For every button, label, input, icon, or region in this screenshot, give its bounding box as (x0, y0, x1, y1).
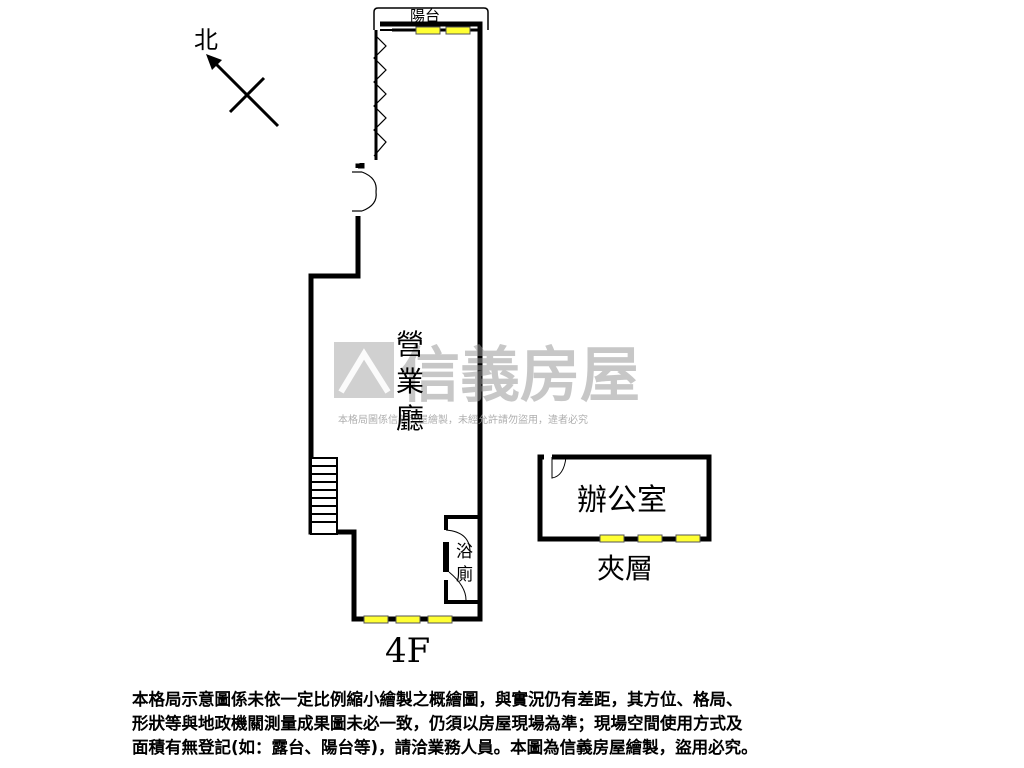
disclaimer-line-1: 本格局示意圖係未依一定比例縮小繪製之概繪圖，與實況仍有差距，其方位、格局、 (132, 690, 743, 709)
balcony-label: 陽台 (410, 7, 440, 25)
svg-text:營: 營 (396, 328, 424, 361)
mezzanine-office: 辦公室 (537, 454, 712, 542)
compass-arrow-shaft (210, 58, 280, 128)
balcony-outline (373, 7, 489, 30)
staircase (310, 457, 338, 535)
entry-door (352, 171, 377, 212)
sales-hall-label: 營 業 廳 (396, 328, 424, 435)
disclaimer-line-2: 形狀等與地政機關測量成果圖未必一致，仍須以房屋現場為準；現場空間使用方式及 (132, 714, 743, 733)
bathroom-label-1: 浴 (456, 542, 473, 562)
bathroom-label-2: 廁 (456, 564, 473, 585)
window-office (598, 534, 702, 543)
mezzanine-floor-label: 夾層 (597, 552, 653, 585)
disclaimer-text: 本格局示意圖係未依一定比例縮小繪製之概繪圖，與實況仍有差距，其方位、格局、 形狀… (132, 688, 912, 760)
office-label: 辦公室 (577, 483, 667, 518)
main-floor-label: 4F (385, 631, 430, 671)
window-main-south (360, 615, 476, 624)
compass: 北 (194, 26, 280, 128)
watermark: 信義房屋 本格局圖係信義房屋繪製，未經允許請勿盜用，違者必究 (334, 341, 640, 426)
svg-text:業: 業 (396, 365, 424, 398)
folding-door (373, 30, 387, 160)
window-balcony (392, 26, 478, 35)
bathroom: 浴 廁 (443, 515, 480, 604)
compass-arrow-head (206, 54, 222, 70)
watermark-note: 本格局圖係信義房屋繪製，未經允許請勿盜用，違者必究 (338, 413, 588, 426)
watermark-brand: 信義房屋 (400, 341, 640, 411)
bathroom-door (443, 542, 449, 572)
disclaimer-line-3: 面積有無登記(如：露台、陽台等)，請洽業務人員。本圖為信義房屋繪製，盜用必究。 (132, 738, 758, 757)
compass-north-label: 北 (194, 26, 218, 54)
main-floor-walls (308, 21, 483, 622)
windows (360, 26, 702, 624)
svg-text:廳: 廳 (396, 402, 424, 435)
compass-cross-stroke (228, 76, 266, 114)
